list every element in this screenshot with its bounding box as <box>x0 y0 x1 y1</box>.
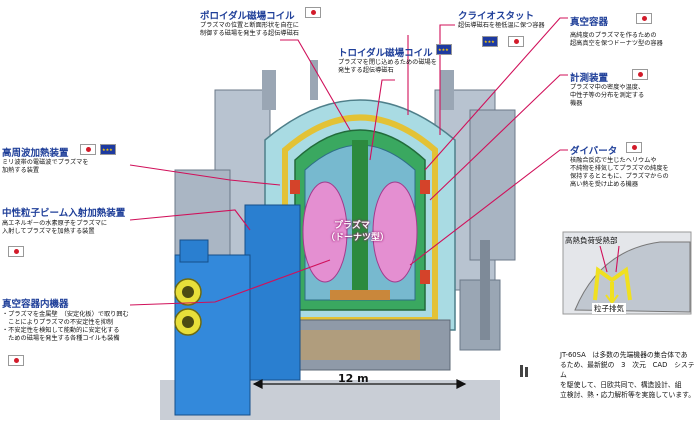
japan-flag-icon <box>8 355 24 366</box>
poloidal-coil-desc: プラズマの位置と断面形状を自在に制御する磁場を発生する超伝導磁石 <box>200 22 299 37</box>
plasma-label: プラズマ <box>334 221 370 231</box>
japan-flag-icon <box>80 144 96 155</box>
in-vessel-desc: ・プラズマを金属壁 （安定化板）で取り囲む ことによりプラズマの不安定性を抑制・… <box>2 311 129 342</box>
particle-exhaust-label: 粒子排気 <box>592 303 626 314</box>
eu-flag-icon <box>100 144 116 155</box>
scale-label: 12 m <box>338 372 369 385</box>
japan-flag-icon <box>305 7 321 18</box>
vacuum-vessel-desc: 高純度のプラズマを作るための超高真空を保つドーナツ型の容器 <box>570 32 663 47</box>
cryostat-title: クライオスタット <box>458 11 535 22</box>
rf-heating-desc: ミリ波帯の電磁波でプラズマを加熱する装置 <box>2 159 89 174</box>
japan-flag-icon <box>508 36 524 47</box>
japan-flag-icon <box>8 246 24 257</box>
toroidal-coil-desc: プラズマを閉じ込めるための磁場を発生する超伝導磁石 <box>338 59 437 74</box>
plasma-shape-label: （ドーナツ型） <box>326 233 390 243</box>
eu-flag-icon <box>436 44 452 55</box>
description-note: JT-60SA は多数の先端機器の集合体であるため、最新鋭の 3 次元 CAD … <box>560 351 696 399</box>
japan-flag-icon <box>636 13 652 24</box>
nbi-title: 中性粒子ビーム入射加熱装置 <box>2 208 126 219</box>
poloidal-coil-title: ポロイダル磁場コイル <box>200 11 295 22</box>
eu-flag-icon <box>482 36 498 47</box>
rf-heating-title: 高周波加熱装置 <box>2 148 69 159</box>
vacuum-vessel-title: 真空容器 <box>570 17 609 28</box>
toroidal-coil-title: トロイダル磁場コイル <box>338 48 433 59</box>
nbi-desc: 高エネルギーの水素原子をプラズマに入射してプラズマを加熱する装置 <box>2 220 108 235</box>
divertor-title: ダイバータ <box>570 146 618 157</box>
japan-flag-icon <box>626 142 642 153</box>
cryostat-desc: 超伝導磁石を極低温に保つ容器 <box>458 22 545 29</box>
diagnostics-desc: プラズマ中の密度や温度、中性子等の分布を測定する機器 <box>570 84 645 107</box>
japan-flag-icon <box>632 69 648 80</box>
divertor-desc: 核融合反応で生じたヘリウムや不純物を排気してプラズマの純度を保持するとともに、プ… <box>570 157 669 188</box>
heat-flux-label: 高熱負荷受熱部 <box>565 236 618 245</box>
in-vessel-title: 真空容器内機器 <box>2 299 69 310</box>
diagnostics-title: 計測装置 <box>570 73 609 84</box>
